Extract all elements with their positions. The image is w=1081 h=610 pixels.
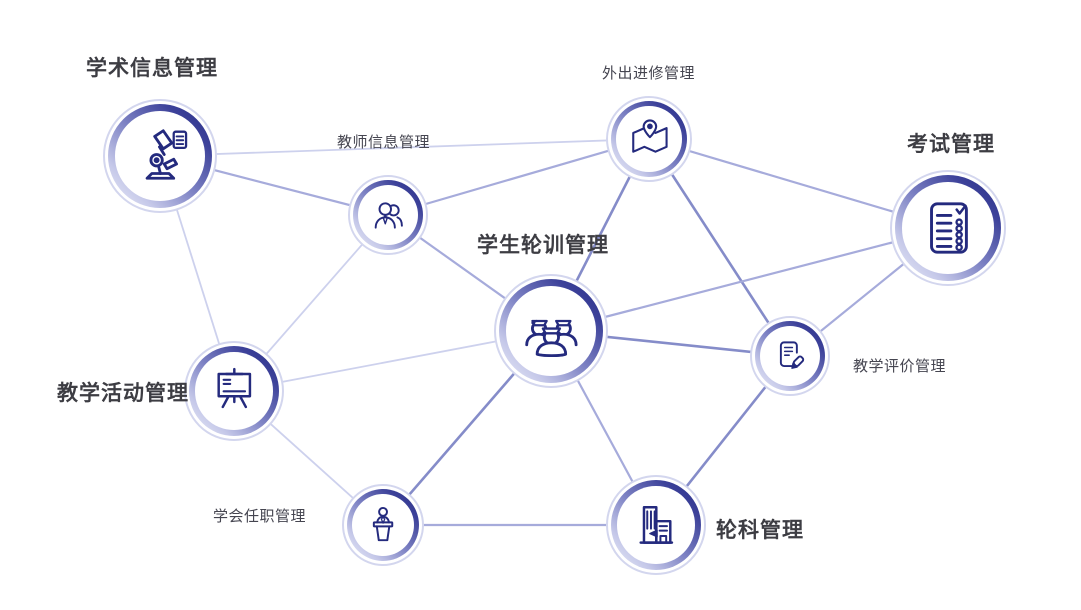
node-ring (108, 104, 212, 208)
edge-teacher-abroad (387, 137, 650, 217)
podium-speaker-icon (372, 506, 394, 542)
hospital-building-icon (639, 505, 673, 544)
node-face (902, 182, 994, 274)
label-exam-management: 考试管理 (907, 133, 995, 156)
label-teacher-info-management: 教师信息管理 (337, 134, 431, 151)
node-face (357, 184, 419, 246)
label-teaching-activity-management: 教学活动管理 (57, 382, 189, 405)
node-department-rotation-management[interactable] (606, 475, 706, 575)
label-society-position-management: 学会任职管理 (213, 508, 307, 525)
exam-checklist-icon (930, 202, 968, 254)
edge-academic-abroad (159, 138, 650, 157)
node-ring (189, 346, 279, 436)
node-ring (895, 175, 1001, 281)
edge-abroad-evaluation (647, 138, 792, 357)
node-face (616, 106, 682, 172)
label-external-training-management: 外出进修管理 (602, 65, 696, 82)
node-teacher-info-management[interactable] (348, 175, 428, 255)
node-student-rotation-training-management[interactable] (494, 274, 608, 388)
microscope-icon (145, 128, 187, 180)
node-teaching-activity-management[interactable] (184, 341, 284, 441)
map-location-icon (631, 119, 668, 153)
node-face (617, 486, 695, 564)
node-ring (611, 101, 687, 177)
label-teaching-evaluation-management: 教学评价管理 (853, 358, 947, 375)
node-face (759, 325, 821, 387)
node-ring (499, 279, 603, 383)
node-face (352, 494, 414, 556)
teacher-profile-icon (374, 201, 403, 229)
node-ring (353, 180, 423, 250)
node-ring (755, 321, 825, 391)
node-face (115, 111, 205, 201)
node-teaching-evaluation-management[interactable] (750, 316, 830, 396)
student-group-icon (524, 319, 578, 357)
label-academic-info-management: 学术信息管理 (86, 57, 218, 80)
node-face (195, 352, 273, 430)
label-student-rotation-management: 学生轮训管理 (477, 234, 609, 257)
label-department-rotation-management: 轮科管理 (716, 519, 804, 542)
node-ring (611, 480, 701, 570)
blackboard-icon (217, 367, 251, 408)
node-face (506, 286, 596, 376)
edge-student-exam (550, 226, 949, 333)
node-ring (347, 489, 419, 561)
node-academic-info-management[interactable] (103, 99, 217, 213)
node-exam-management[interactable] (890, 170, 1006, 286)
evaluation-note-icon (779, 340, 804, 369)
node-external-training-management[interactable] (606, 96, 692, 182)
node-society-position-management[interactable] (342, 484, 424, 566)
